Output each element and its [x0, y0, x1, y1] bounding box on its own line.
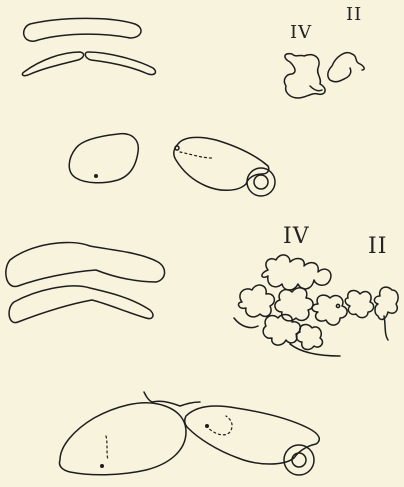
figure-6-right-body — [185, 406, 320, 464]
figure-5-pore — [336, 304, 339, 307]
figure-3-left-dot — [94, 174, 98, 178]
label-iv-mid: IV — [283, 224, 310, 249]
figure-6-ring-outer — [284, 445, 314, 475]
figure-5-lobe-far-right — [374, 287, 398, 319]
figure-3-bodies — [69, 134, 275, 196]
label-iv-top: IV — [290, 22, 312, 43]
figure-6-bodies — [59, 392, 319, 475]
figure-5-lobe-row-top — [262, 255, 331, 290]
figure-1-upper-bar — [24, 18, 141, 41]
figure-5-stalks — [234, 316, 388, 356]
figure-6-left-dashed — [106, 436, 108, 460]
figure-5-lobe-left — [239, 285, 275, 317]
figure-5-lobe-bottom-right — [296, 325, 322, 350]
figure-1-lower-right-bar — [85, 52, 155, 75]
figure-4-lower-boomerang — [9, 286, 153, 323]
figure-6-ring-inner — [292, 453, 306, 467]
figure-6-right-dashed — [206, 416, 232, 435]
figure-4-boomerangs — [6, 242, 165, 322]
figure-2-blobs — [284, 53, 364, 98]
figure-3-pore — [175, 146, 179, 150]
figure-3-left-blob — [69, 134, 138, 183]
figure-6-left-body — [59, 403, 186, 475]
figure-5-lobe-right — [345, 291, 373, 318]
figure-4-upper-boomerang — [6, 242, 165, 286]
figure-3-duct-dashed — [180, 152, 212, 158]
label-ii-mid: II — [368, 234, 387, 259]
figure-3-ring-outer — [247, 168, 275, 196]
figure-3-ring-inner — [254, 175, 268, 189]
figure-5-cluster — [234, 255, 398, 356]
figure-1-bars — [22, 18, 155, 75]
figure-2-blob-ii — [328, 53, 364, 82]
figure-6-left-dot — [100, 464, 104, 468]
figure-2-blob-iv-inner — [310, 86, 322, 91]
figure-1-lower-left-bar — [22, 52, 83, 76]
label-ii-top: II — [346, 4, 362, 25]
figure-5-lobe-mid — [312, 295, 347, 325]
figure-6-connector — [144, 392, 200, 406]
figure-6-right-dot — [205, 424, 209, 428]
